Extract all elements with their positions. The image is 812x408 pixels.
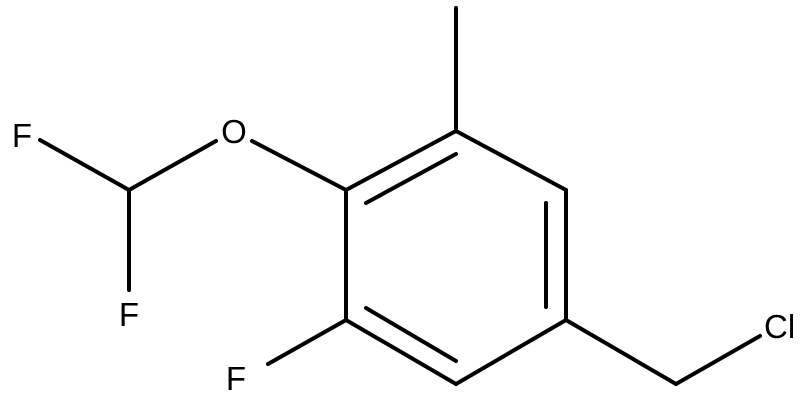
oxygen-carbon-bond (127, 139, 218, 192)
fluorine-ring-label: F (226, 360, 246, 397)
ring-bond-top-left (344, 129, 458, 192)
atom-labels: F O F F Cl (12, 113, 795, 397)
fluorine-top-label: F (12, 117, 32, 154)
oxygen-ring-bond (250, 139, 348, 192)
fluorine-bottom-label: F (119, 296, 139, 333)
ring-bond-bottom-left (344, 318, 458, 386)
chlorine-label: Cl (764, 308, 795, 345)
ch2-chlorine-bond (674, 334, 762, 386)
ring-fluorine-bond (266, 318, 348, 366)
bonds (38, 6, 762, 386)
ring-bond-bottom-right (454, 318, 568, 386)
ring-bond-bottom-left-inner (364, 306, 458, 363)
ring-ch2-bond (564, 318, 678, 386)
ring-bond-top-left-inner (364, 152, 458, 205)
carbon-fluorine-top-bond (38, 138, 131, 192)
ring-bond-top-right (454, 129, 568, 192)
oxygen-label: O (221, 113, 247, 150)
